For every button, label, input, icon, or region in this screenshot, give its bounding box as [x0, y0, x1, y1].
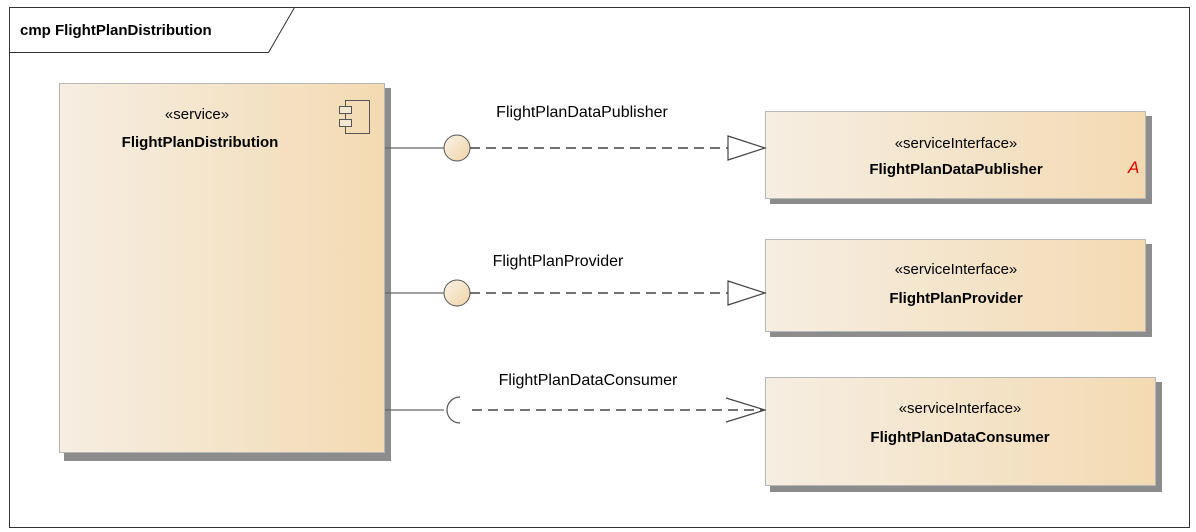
interface-box-2[interactable] — [765, 239, 1146, 332]
interface-box-3[interactable] — [765, 377, 1156, 486]
interface-stereotype-3: «serviceInterface» — [898, 400, 1022, 417]
connector-label-3: FlightPlanDataConsumer — [498, 372, 678, 389]
connector-provided-1[interactable] — [385, 134, 767, 162]
component-name: FlightPlanDistribution — [121, 134, 279, 151]
interface-name-1: FlightPlanDataPublisher — [869, 161, 1043, 178]
interface-name-2: FlightPlanProvider — [889, 290, 1023, 307]
component-stereotype: «service» — [164, 106, 230, 123]
component-box[interactable] — [59, 83, 385, 453]
interface-stereotype-1: «serviceInterface» — [894, 135, 1018, 152]
connector-label-2: FlightPlanProvider — [492, 253, 624, 270]
frame-title-tab — [9, 7, 295, 53]
component-icon — [339, 100, 370, 134]
interface-name-3: FlightPlanDataConsumer — [870, 429, 1050, 446]
connector-label-1: FlightPlanDataPublisher — [496, 104, 668, 121]
interface-box-1[interactable] — [765, 111, 1146, 199]
diagram-frame — [9, 7, 1190, 528]
connector-required-3[interactable] — [385, 396, 768, 424]
abstract-marker: A — [1128, 158, 1140, 177]
frame-title: cmp FlightPlanDistribution — [20, 22, 212, 39]
connector-provided-2[interactable] — [385, 279, 767, 307]
interface-stereotype-2: «serviceInterface» — [894, 261, 1018, 278]
